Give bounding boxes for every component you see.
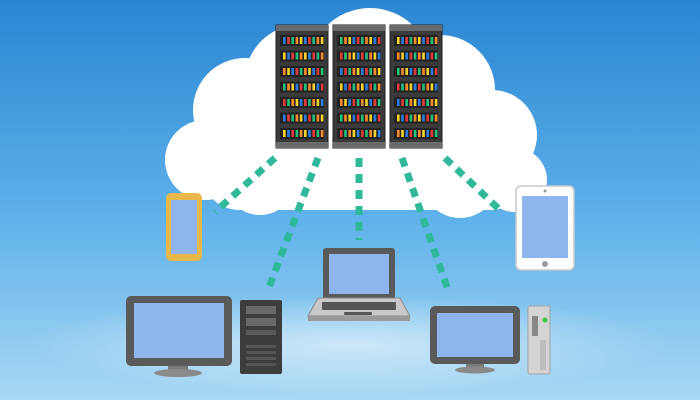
desktop-tower-icon [240, 300, 282, 374]
link-all-in-one [398, 156, 452, 292]
link-tablet [442, 155, 505, 215]
desktop-monitor-icon [126, 296, 232, 377]
tablet-icon [515, 185, 575, 271]
link-desktop [264, 156, 322, 292]
all-in-one-pc-icon [430, 305, 551, 375]
server-rack-icon [332, 24, 386, 149]
server-racks [275, 24, 443, 149]
network-links [212, 155, 505, 292]
link-phone [212, 155, 278, 215]
server-rack-icon [275, 24, 329, 149]
server-rack-icon [389, 24, 443, 149]
laptop-icon [307, 248, 411, 321]
smartphone-icon [166, 193, 202, 261]
